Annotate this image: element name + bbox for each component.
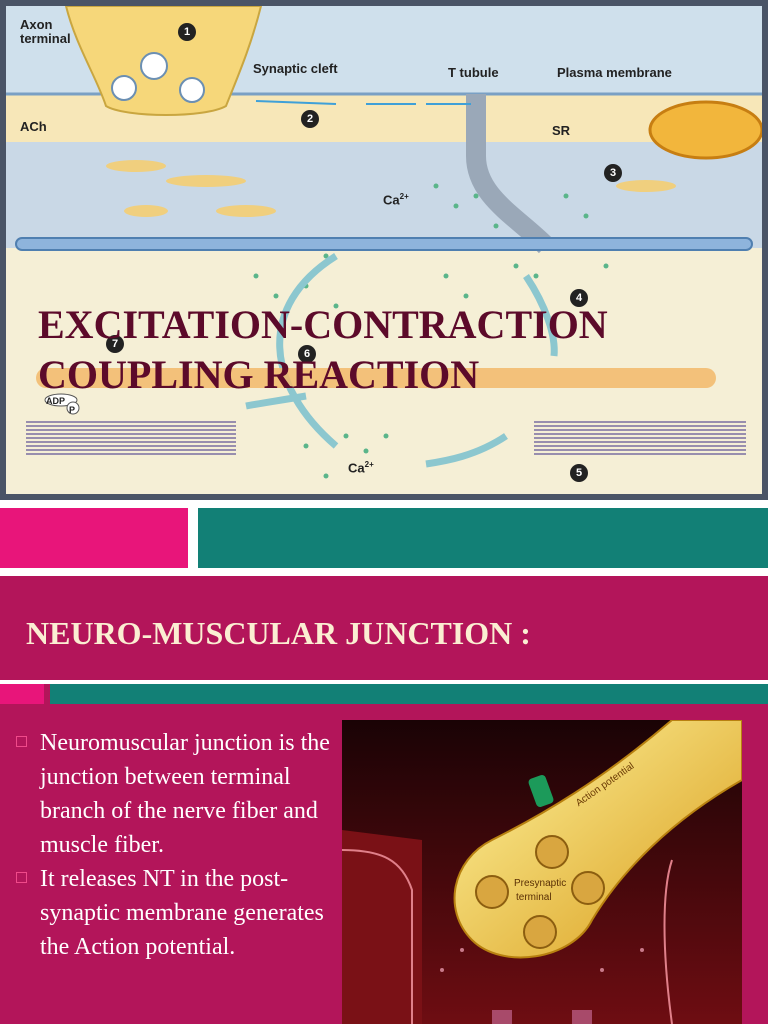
- accent-bar-pink-small: [0, 684, 44, 704]
- nmj-illustration: Action potential Presynaptic terminal: [342, 720, 742, 1024]
- label-plasma-membrane: Plasma membrane: [557, 66, 672, 80]
- label-axon-line2: terminal: [20, 32, 71, 46]
- accent-bar-teal: [198, 508, 768, 568]
- label-presynaptic-line2: terminal: [516, 892, 552, 903]
- step-2-badge: 2: [301, 110, 319, 128]
- slide-2-title: NEURO-MUSCULAR JUNCTION :: [26, 612, 531, 654]
- step-1-badge: 1: [178, 23, 196, 41]
- label-p: P: [69, 403, 75, 417]
- accent-bar-pink: [0, 508, 188, 568]
- step-5-badge: 5: [570, 464, 588, 482]
- bullet-text: Neuromuscular junction is the junction b…: [40, 730, 330, 858]
- label-ca-top: Ca2+: [383, 190, 409, 207]
- bullet-item: It releases NT in the post-synaptic memb…: [14, 862, 334, 964]
- bullet-square-icon: [16, 736, 27, 747]
- label-ach: ACh: [20, 120, 47, 134]
- ec-coupling-diagram: Axon terminal Synaptic cleft T tubule Pl…: [6, 6, 762, 494]
- label-t-tubule: T tubule: [448, 66, 499, 80]
- slide-1-title-line-2: COUPLING REACTION: [38, 350, 758, 400]
- step-3-badge: 3: [604, 164, 622, 182]
- bullet-text: It releases NT in the post-synaptic memb…: [40, 866, 324, 960]
- slide-1-title: EXCITATION-CONTRACTION COUPLING REACTION: [38, 300, 758, 400]
- slide-1-title-line-1: EXCITATION-CONTRACTION: [38, 300, 758, 350]
- label-ca-bottom: Ca2+: [348, 458, 374, 475]
- bullet-square-icon: [16, 872, 27, 883]
- slide-1: Axon terminal Synaptic cleft T tubule Pl…: [0, 0, 768, 500]
- nmj-graphic: [342, 720, 742, 1024]
- label-axon-line1: Axon: [20, 18, 53, 32]
- label-sr: SR: [552, 124, 570, 138]
- accent-bar-teal-small: [50, 684, 768, 704]
- bullet-item: Neuromuscular junction is the junction b…: [14, 726, 334, 862]
- bullet-list: Neuromuscular junction is the junction b…: [14, 726, 334, 964]
- label-synaptic-cleft: Synaptic cleft: [253, 62, 338, 76]
- label-presynaptic-line1: Presynaptic: [514, 878, 566, 889]
